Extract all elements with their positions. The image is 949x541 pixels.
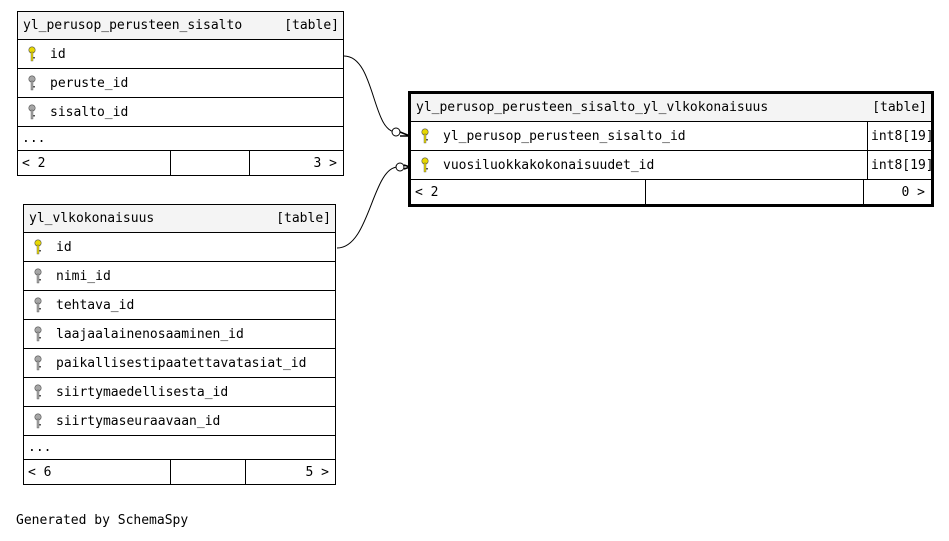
edge-vlk-optional-marker (395, 162, 405, 172)
foreign-key-icon (18, 75, 46, 91)
column-name: siirtymaedellisesta_id (56, 384, 229, 400)
column-row[interactable]: peruste_id (18, 69, 343, 98)
column-name: nimi_id (56, 268, 111, 284)
column-name: sisalto_id (50, 104, 129, 120)
column-name: laajaalainenosaaminen_id (56, 326, 244, 342)
edge-vlk-to-join (336, 166, 399, 249)
footer-spacer (171, 151, 250, 175)
column-name: id (56, 239, 72, 255)
foreign-key-icon (24, 268, 52, 284)
column-row[interactable]: id (24, 233, 335, 262)
parents-count[interactable]: 3 > (313, 155, 337, 171)
column-row[interactable]: yl_perusop_perusteen_sisalto_id int8[19] (411, 122, 934, 151)
children-count[interactable]: < 2 (18, 151, 171, 175)
parents-count[interactable]: 5 > (305, 464, 329, 480)
table-footer: < 6 5 > (24, 460, 335, 484)
column-name: tehtava_id (56, 297, 135, 313)
table-name[interactable]: yl_vlkokonaisuus (29, 211, 155, 226)
column-row[interactable]: nimi_id (24, 262, 335, 291)
edge-sisalto-optional-marker (391, 127, 401, 137)
footer-spacer (171, 460, 246, 484)
table-header[interactable]: yl_vlkokonaisuus [table] (24, 205, 335, 233)
column-name: siirtymaseuraavaan_id (56, 413, 221, 429)
column-row[interactable]: paikallisestipaatettavatasiat_id (24, 349, 335, 378)
foreign-key-icon (24, 355, 52, 371)
parents-count[interactable]: 0 > (901, 184, 925, 200)
more-columns: ... (18, 127, 343, 151)
more-columns: ... (24, 436, 335, 460)
column-name: yl_perusop_perusteen_sisalto_id (443, 128, 686, 144)
column-type: int8[19] (867, 151, 934, 179)
column-name: vuosiluokkakokonaisuudet_id (443, 157, 655, 173)
table-header[interactable]: yl_perusop_perusteen_sisalto [table] (18, 12, 343, 40)
column-row[interactable]: id (18, 40, 343, 69)
column-row[interactable]: laajaalainenosaaminen_id (24, 320, 335, 349)
foreign-key-icon (24, 413, 52, 429)
column-row[interactable]: vuosiluokkakokonaisuudet_id int8[19] (411, 151, 934, 180)
column-row[interactable]: siirtymaedellisesta_id (24, 378, 335, 407)
children-count[interactable]: < 6 (24, 460, 171, 484)
table-name[interactable]: yl_perusop_perusteen_sisalto (23, 18, 243, 33)
table-footer: < 2 0 > (411, 180, 931, 204)
column-name: id (50, 46, 66, 62)
foreign-key-icon (24, 384, 52, 400)
foreign-key-icon (24, 297, 52, 313)
column-list: id peruste_id sisalto_id (18, 40, 343, 127)
table-kind: [table] (276, 211, 331, 226)
column-type: int8[19] (867, 122, 934, 150)
generated-by-label: Generated by SchemaSpy (16, 513, 189, 528)
column-row[interactable]: siirtymaseuraavaan_id (24, 407, 335, 436)
table-name[interactable]: yl_perusop_perusteen_sisalto_yl_vlkokona… (416, 100, 769, 115)
edge-sisalto-to-join (343, 55, 397, 133)
table-kind: [table] (872, 100, 927, 115)
children-count[interactable]: < 2 (411, 180, 646, 204)
table-kind: [table] (284, 18, 339, 33)
table-yl-perusop-perusteen-sisalto[interactable]: yl_perusop_perusteen_sisalto [table] id p… (17, 11, 344, 176)
column-name: paikallisestipaatettavatasiat_id (56, 355, 307, 371)
table-footer: < 2 3 > (18, 151, 343, 175)
footer-spacer (646, 180, 864, 204)
primary-key-icon (18, 46, 46, 62)
primary-key-icon (411, 128, 439, 144)
column-row[interactable]: sisalto_id (18, 98, 343, 127)
column-row[interactable]: tehtava_id (24, 291, 335, 320)
table-header[interactable]: yl_perusop_perusteen_sisalto_yl_vlkokona… (411, 94, 931, 122)
foreign-key-icon (18, 104, 46, 120)
table-yl-perusop-perusteen-sisalto-yl-vlkokonaisuus[interactable]: yl_perusop_perusteen_sisalto_yl_vlkokona… (408, 91, 934, 207)
column-name: peruste_id (50, 75, 129, 91)
foreign-key-icon (24, 326, 52, 342)
primary-key-icon (411, 157, 439, 173)
column-list: id nimi_id tehtava_id laajaalainenosaaminen… (24, 233, 335, 436)
primary-key-icon (24, 239, 52, 255)
